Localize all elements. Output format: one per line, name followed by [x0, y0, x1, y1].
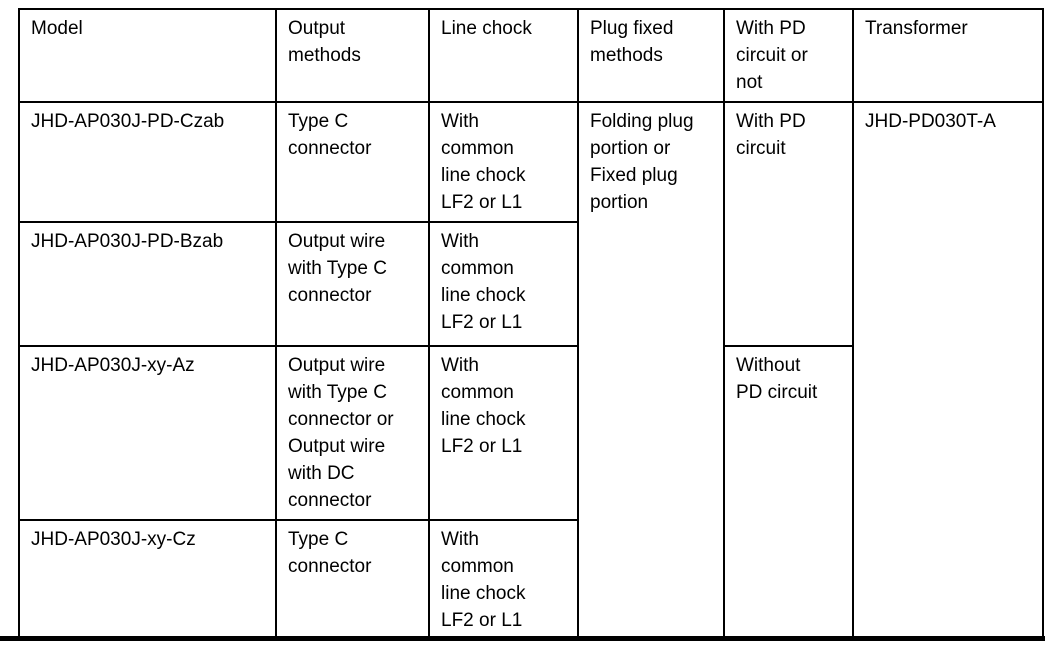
header-row: Model Output methods Line chock Plug fix…: [18, 8, 1044, 103]
page-bottom-rule: [0, 636, 1045, 641]
cell-line-chock-row1: With common line chock LF2 or L1: [428, 101, 579, 223]
cell-pd-circuit-with-merged: With PD circuit: [723, 101, 854, 347]
column-header-transformer: Transformer: [852, 8, 1044, 103]
column-header-pd-circuit: With PD circuit or not: [723, 8, 854, 103]
cell-pd-circuit-without-merged: Without PD circuit: [723, 345, 854, 641]
table-row-4: JHD-AP030J-xy-Cz Type C connector With c…: [18, 519, 1043, 641]
column-header-model: Model: [18, 8, 277, 103]
spec-table: Model Output methods Line chock Plug fix…: [18, 8, 1044, 641]
cell-model-row2: JHD-AP030J-PD-Bzab: [18, 221, 277, 347]
table-row-1: JHD-AP030J-PD-Czab Type C connector With…: [18, 101, 1044, 641]
table-row-2: JHD-AP030J-PD-Bzab Output wire with Type…: [18, 221, 1043, 347]
cell-output-methods-row1: Type C connector: [275, 101, 430, 223]
cell-output-methods-row4: Type C connector: [275, 519, 430, 641]
column-header-plug-fixed-methods: Plug fixed methods: [577, 8, 725, 103]
cell-model-row3: JHD-AP030J-xy-Az: [18, 345, 277, 521]
column-header-line-chock: Line chock: [428, 8, 579, 103]
cell-output-methods-row3: Output wire with Type C connector or Out…: [275, 345, 430, 521]
cell-model-row1: JHD-AP030J-PD-Czab: [18, 101, 277, 223]
column-header-output-methods: Output methods: [275, 8, 430, 103]
cell-model-row4: JHD-AP030J-xy-Cz: [18, 519, 277, 641]
cell-transformer-merged: JHD-PD030T-A: [852, 101, 1044, 641]
cell-line-chock-row2: With common line chock LF2 or L1: [428, 221, 579, 347]
cell-plug-fixed-methods-merged: Folding plug portion or Fixed plug porti…: [577, 101, 725, 641]
cell-line-chock-row3: With common line chock LF2 or L1: [428, 345, 579, 521]
cell-line-chock-row4: With common line chock LF2 or L1: [428, 519, 579, 641]
cell-output-methods-row2: Output wire with Type C connector: [275, 221, 430, 347]
